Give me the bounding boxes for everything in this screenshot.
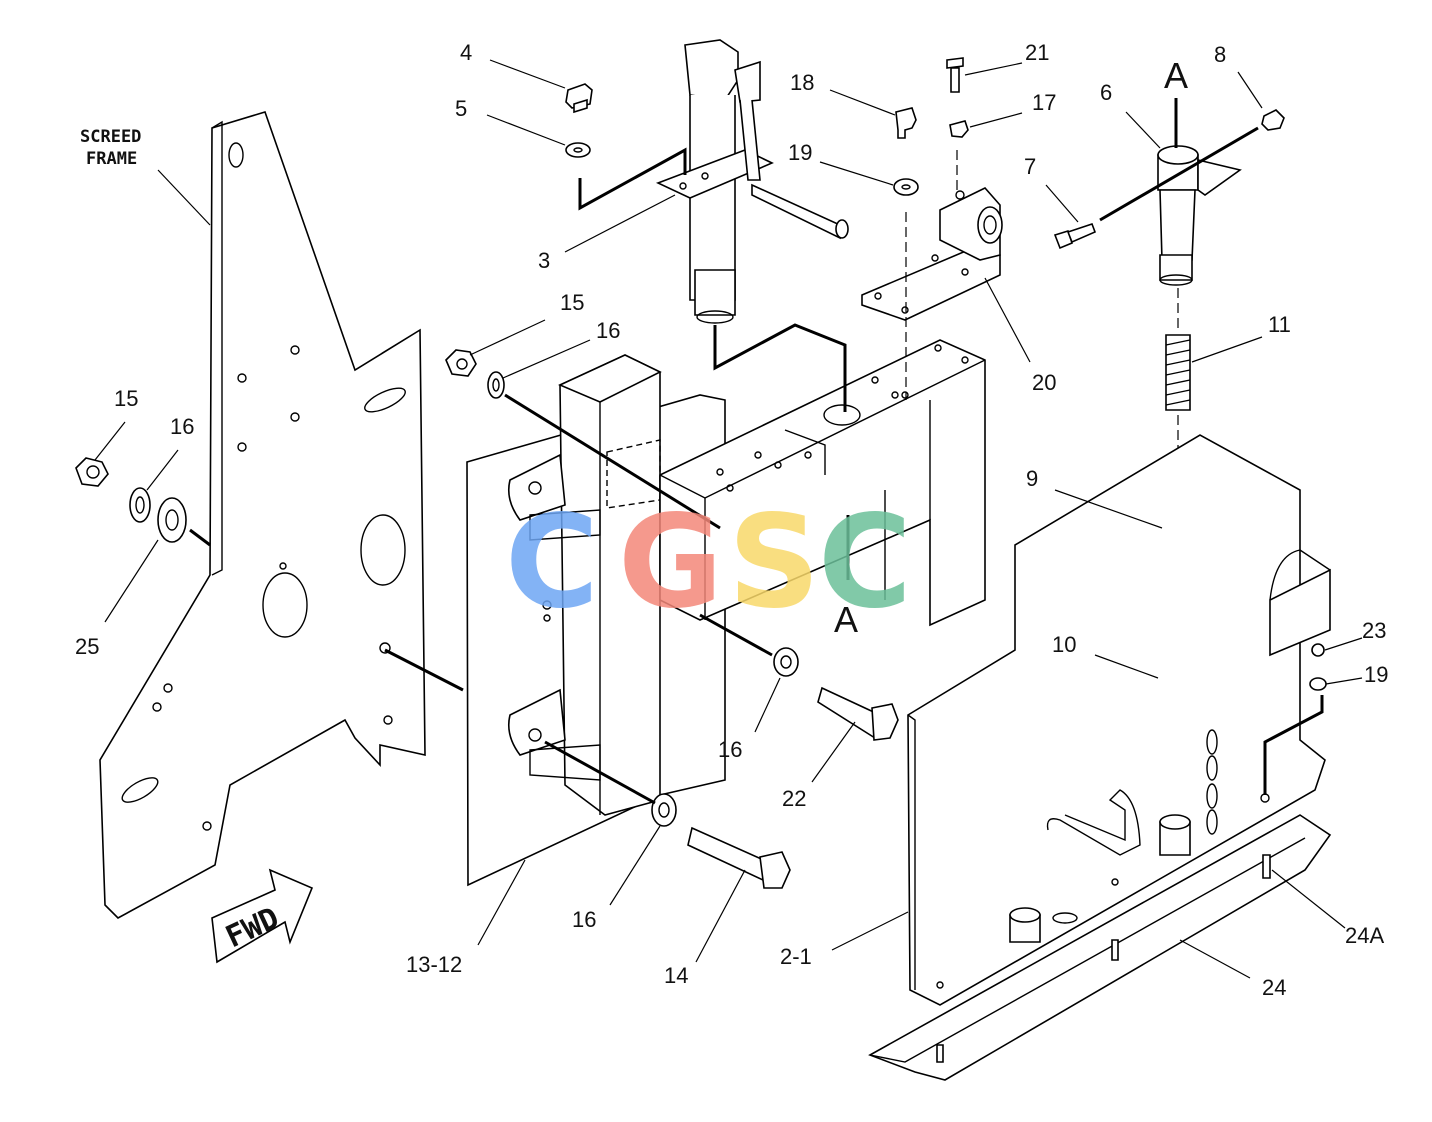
base-plate-2-1 [907,434,1331,1006]
nut-15-left [75,457,109,487]
callout-19-right: 19 [1364,662,1388,687]
frame-caption-line2: FRAME [86,149,137,169]
callout-11: 11 [1268,312,1291,337]
bolt-22 [817,686,899,741]
washer-19-right [1309,677,1327,691]
section-marker-bottom: A [834,599,858,640]
nut-8 [1261,109,1285,131]
watermark-letter-g: G [618,488,723,637]
callout-16-left: 16 [170,414,194,439]
callout-6: 6 [1100,80,1112,105]
screed-frame-plate [99,111,426,919]
callout-16-center: 16 [596,318,620,343]
latch-6 [1157,145,1242,286]
callout-16-mid: 16 [718,737,742,762]
nut-15-center [445,349,477,377]
callout-13-12: 13-12 [406,952,462,977]
washer-16-mid [773,647,799,677]
bracket-20 [861,187,1003,321]
fwd-arrow: FWD [211,868,314,964]
section-markers: A A [834,55,1188,640]
section-marker-top: A [1164,55,1188,96]
washer-16-left [129,487,151,523]
callout-9: 9 [1026,466,1038,491]
callout-18: 18 [790,70,814,95]
watermark-letter-c1: C [505,488,599,637]
callout-15-left: 15 [114,386,138,411]
pin-assembly-3 [578,39,849,412]
callout-8: 8 [1214,42,1226,67]
watermark-letter-c2: C [818,488,912,637]
callout-17: 17 [1032,90,1056,115]
callout-20: 20 [1032,370,1056,395]
callout-10: 10 [1052,632,1076,657]
washer-16-center [487,371,505,399]
washer-16-low [651,793,677,827]
callout-22: 22 [782,786,806,811]
callout-5: 5 [455,96,467,121]
callout-labels: 4 5 3 18 19 21 17 8 6 7 20 11 15 16 15 1… [75,40,1388,1000]
callout-7: 7 [1024,154,1036,179]
callout-3: 3 [538,248,550,273]
callout-2-1: 2-1 [780,944,812,969]
callout-15-center: 15 [560,290,584,315]
bolt-14 [687,826,791,889]
callout-19-top: 19 [788,140,812,165]
nut-23 [1311,643,1325,657]
callout-14: 14 [664,963,688,988]
frame-caption: SCREED FRAME [80,127,141,169]
callout-23: 23 [1362,618,1386,643]
washer-19-top [893,178,919,196]
frame-caption-line1: SCREED [80,127,141,147]
bolt-18 [895,107,917,139]
spring-11 [1165,334,1191,411]
callout-4: 4 [460,40,472,65]
bolt-4 [565,83,593,114]
callout-25: 25 [75,634,99,659]
rail-24 [868,814,1332,1081]
leader-lines [94,59,1363,979]
callout-21: 21 [1025,40,1049,65]
frame-beam [659,339,986,627]
callout-24: 24 [1262,975,1286,1000]
watermark-letter-s: S [728,488,820,637]
callout-24a: 24A [1345,923,1384,948]
washer-5 [565,142,591,158]
nut-17 [949,120,969,138]
bolt-21 [946,57,964,93]
bolt-7 [1053,222,1097,250]
watermark: C G S C [505,488,912,637]
callout-16-low: 16 [572,907,596,932]
washer-25-left [157,497,187,543]
